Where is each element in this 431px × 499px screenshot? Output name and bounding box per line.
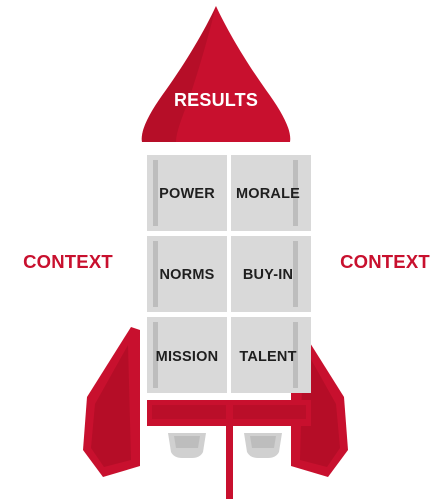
block-label-power: POWER (159, 186, 215, 202)
exhaust-line (226, 400, 233, 499)
block-stripe (153, 160, 158, 226)
block-stripe (153, 322, 158, 388)
block-stripe (293, 160, 298, 226)
rocket-body (147, 155, 311, 393)
block-stripe (153, 241, 158, 307)
block-power (147, 155, 227, 231)
block-label-morale: MORALE (236, 186, 300, 202)
block-label-norms: NORMS (160, 267, 215, 283)
block-label-buy-in: BUY-IN (243, 267, 293, 283)
block-stripe (293, 241, 298, 307)
engine-nozzles (168, 433, 282, 458)
left-fin (83, 327, 140, 477)
context-label-right: CONTEXT (340, 251, 430, 272)
block-stripe (293, 322, 298, 388)
context-label-left: CONTEXT (23, 251, 113, 272)
results-label: RESULTS (174, 90, 258, 110)
block-norms (147, 236, 227, 312)
rocket-nose-highlight (141, 6, 216, 142)
block-mission (147, 317, 227, 393)
block-label-mission: MISSION (156, 349, 219, 365)
block-label-talent: TALENT (239, 349, 296, 365)
